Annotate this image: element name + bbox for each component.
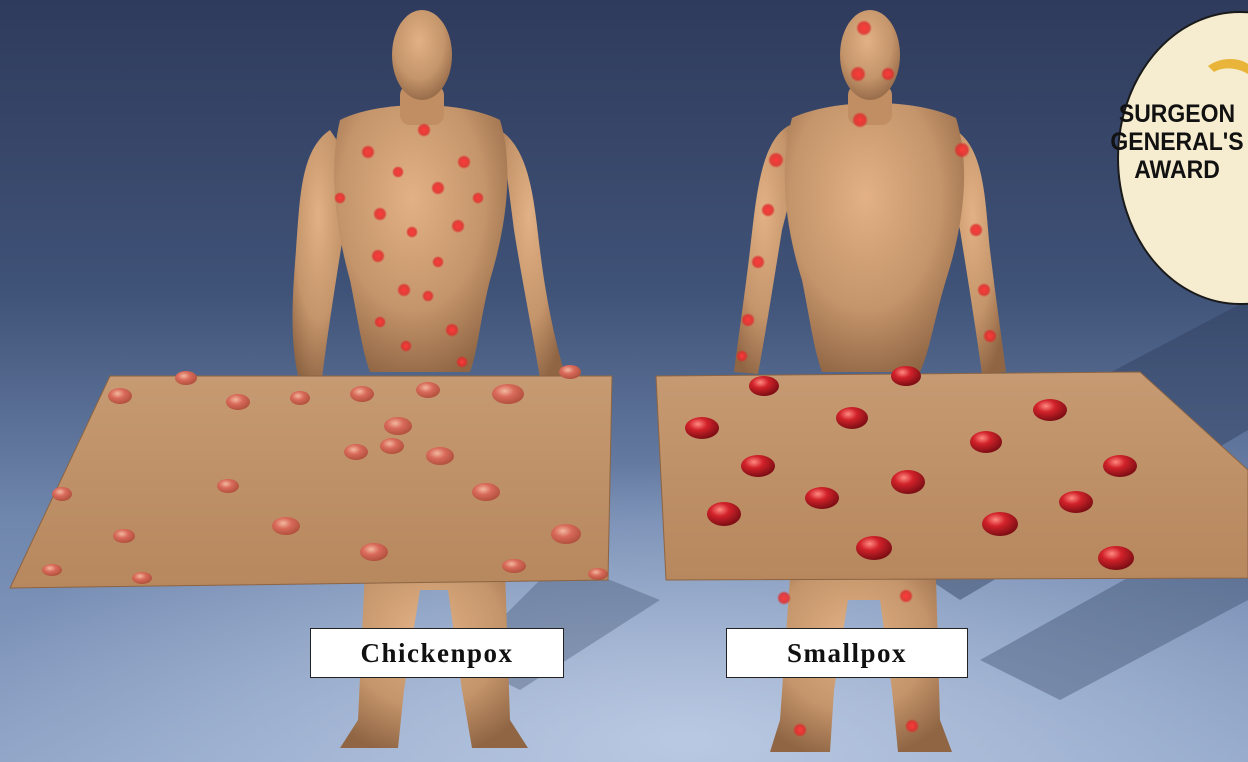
chickenpox-spot [472,192,484,204]
award-line-3: AWARD [1108,156,1246,184]
smallpox-spot [977,283,991,297]
chickenpox-spot [451,219,465,233]
chickenpox-spot [397,283,411,297]
smallpox-label: Smallpox [726,628,968,678]
smallpox-spot [983,329,997,343]
award-line-1: SURGEON [1108,100,1246,128]
smallpox-spot [741,313,755,327]
smallpox-spot [954,142,970,158]
chickenpox-spot [371,249,385,263]
smallpox-spot [905,719,919,733]
smallpox-spot [881,67,895,81]
smallpox-spot [761,203,775,217]
chickenpox-spot [400,340,412,352]
chickenpox-spot [445,323,459,337]
smallpox-spot [777,591,791,605]
award-line-2: GENERAL'S [1108,128,1246,156]
chickenpox-spot [361,145,375,159]
award-text: SURGEON GENERAL'S AWARD [1108,100,1246,184]
smallpox-spot [751,255,765,269]
smallpox-spot [856,20,872,36]
chickenpox-spot [457,155,471,169]
chickenpox-label: Chickenpox [310,628,564,678]
smallpox-spot [852,112,868,128]
smallpox-spot [768,152,784,168]
chickenpox-spot [422,290,434,302]
smallpox-spot [850,66,866,82]
chickenpox-spot [431,181,445,195]
left-figure-head [392,10,452,100]
chickenpox-spot [373,207,387,221]
smallpox-spot [899,589,913,603]
chickenpox-spot [456,356,468,368]
chickenpox-spot [417,123,431,137]
chickenpox-spot [334,192,346,204]
chickenpox-spot [406,226,418,238]
smallpox-spot [736,350,748,362]
chickenpox-spot [392,166,404,178]
smallpox-board [656,372,1248,580]
smallpox-spot [793,723,807,737]
chickenpox-spot [432,256,444,268]
chickenpox-board [10,376,612,588]
chickenpox-spot [374,316,386,328]
smallpox-spot [969,223,983,237]
